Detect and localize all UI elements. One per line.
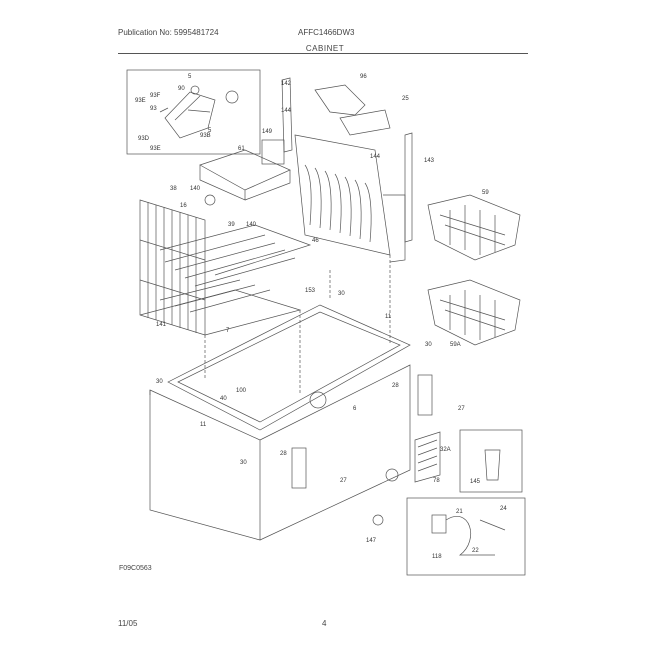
callout-label: 28 (392, 383, 399, 389)
callout-label: 145 (470, 479, 481, 485)
callout-label: 147 (366, 538, 377, 544)
callout-label: 143 (424, 158, 435, 164)
vertical-channel-right (383, 132, 413, 263)
callout-label: 78 (433, 478, 440, 484)
page-number: 4 (322, 619, 327, 628)
callout-label: 93 (150, 106, 157, 112)
leveling-foot (372, 514, 384, 526)
callout-label: 144 (281, 108, 292, 114)
callout-label: 7 (226, 328, 230, 334)
callout-label: 59A (450, 342, 461, 348)
callout-label: 46 (312, 238, 319, 244)
basket-59 (427, 194, 521, 261)
thermostat-bracket (261, 139, 285, 165)
callout-label: 93E (135, 98, 146, 104)
cabinet-body (149, 364, 411, 541)
callout-label: 22 (472, 548, 479, 554)
model-number: AFFC1466DW3 (298, 28, 355, 37)
hinge-detail-inset (126, 69, 261, 155)
hinge-left (291, 447, 307, 489)
section-title: CABINET (305, 44, 345, 53)
callout-label: 30 (240, 460, 247, 466)
callout-label: 30 (338, 291, 345, 297)
callout-labels: 96 25 142 144 144 143 149 61 38 140 16 3… (135, 74, 507, 560)
callout-label: 30 (156, 379, 163, 385)
header-rule (118, 53, 528, 54)
callout-label: 28 (280, 451, 287, 457)
wire-basket-divider (139, 199, 312, 336)
callout-label: 61 (238, 146, 245, 152)
callout-label: 16 (180, 203, 187, 209)
callout-label: 6 (353, 406, 357, 412)
callout-label: 140 (190, 186, 201, 192)
callout-label: 141 (156, 322, 167, 328)
callout-label: 40 (220, 396, 227, 402)
callout-label: 21 (456, 509, 463, 515)
callout-label: 140 (246, 222, 257, 228)
footer-date: 11/05 (118, 619, 138, 628)
callout-label: 93F (150, 93, 161, 99)
vertical-channel-left (281, 77, 293, 153)
callout-label: 93B (200, 133, 211, 139)
callout-label: 11 (385, 314, 392, 320)
callout-label: 59 (482, 190, 489, 196)
callout-label: 25 (402, 96, 409, 102)
callout-label: 118 (432, 554, 442, 560)
callout-label: 39 (228, 222, 235, 228)
callout-label: 5 (208, 128, 212, 134)
callout-label: 153 (305, 288, 316, 294)
callout-label: 90 (178, 86, 185, 92)
publication-number: Publication No: 5995481724 (118, 28, 219, 37)
callout-label: 5 (188, 74, 192, 80)
callout-label: 149 (262, 129, 273, 135)
guide-lines (204, 255, 391, 395)
knob-16 (204, 194, 216, 206)
callout-label: 96 (360, 74, 367, 80)
callout-label: 30 (425, 342, 432, 348)
callout-label: 27 (458, 406, 465, 412)
callout-label: 93E (150, 146, 161, 152)
drain-plug-drawing (484, 449, 501, 481)
light-housing (199, 149, 291, 201)
evaporator-panel (294, 134, 391, 256)
callout-label: 142 (281, 81, 292, 87)
callout-label: 11 (200, 422, 207, 428)
control-housing (314, 84, 391, 136)
callout-label: 32A (440, 447, 451, 453)
drain-plug-inset (459, 429, 523, 493)
figure-id: F09C0563 (119, 565, 152, 572)
hinge-right (417, 374, 433, 416)
callout-label: 27 (340, 478, 347, 484)
hinge-assembly-drawing (159, 85, 239, 139)
vent-grille (414, 431, 441, 483)
light-switch-drawing (431, 514, 506, 556)
light-switch-inset (406, 497, 526, 576)
callout-label: 144 (370, 154, 381, 160)
callout-label: 93D (138, 136, 150, 142)
callout-label: 100 (236, 388, 247, 394)
breaker-strip-frame (167, 304, 411, 431)
callout-label: 24 (500, 506, 507, 512)
basket-59a (427, 279, 521, 346)
callout-label: 38 (170, 186, 177, 192)
